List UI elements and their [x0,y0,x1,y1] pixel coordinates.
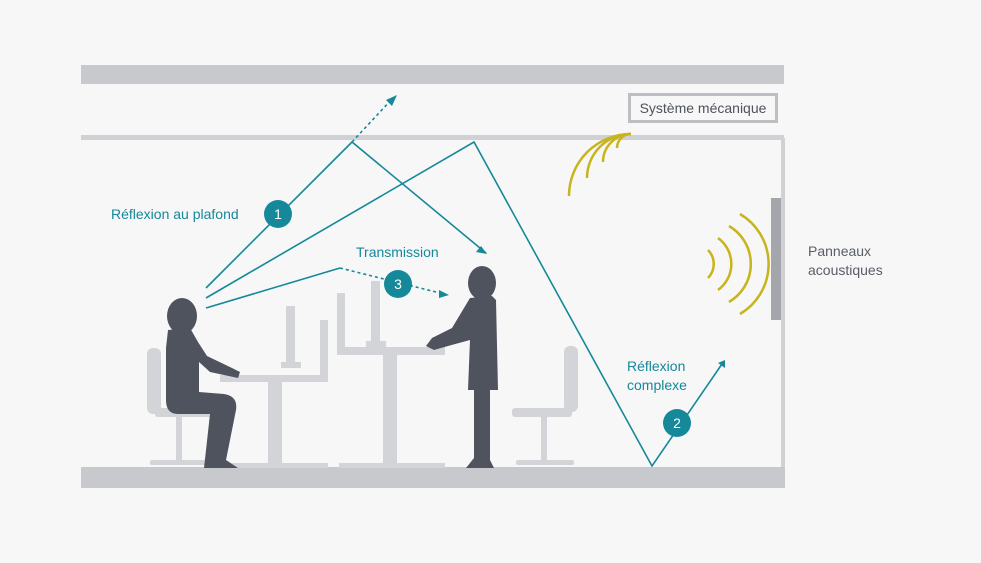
complex-reflection-label-line1: Réflexion [627,358,686,374]
right-wall [781,138,785,470]
mechanical-sound-waves [567,132,632,197]
standing-person [426,266,498,468]
mechanical-system-box: Système mécanique [628,93,778,123]
furniture [147,281,578,468]
acoustic-panels-label-line1: Panneaux [808,243,872,259]
transmission-label: Transmission [356,244,439,260]
roof-slab [81,65,784,84]
ceiling-reflection-label: Réflexion au plafond [111,206,239,222]
complex-reflection-label-line2: complexe [627,377,687,393]
arrow-heads [386,95,725,368]
mechanical-system-label: Système mécanique [639,100,767,116]
marker-ceiling-reflection: 1 [264,200,292,228]
marker-transmission: 3 [384,270,412,298]
marker-complex-reflection: 2 [663,409,691,437]
seated-person [166,298,240,468]
floor-slab [81,467,785,488]
acoustic-panels-label-line2: acoustiques [808,262,883,278]
sound-paths [205,98,723,468]
ceiling-line [81,135,784,140]
panel-sound-waves [707,212,770,316]
acoustic-panel [771,198,781,320]
